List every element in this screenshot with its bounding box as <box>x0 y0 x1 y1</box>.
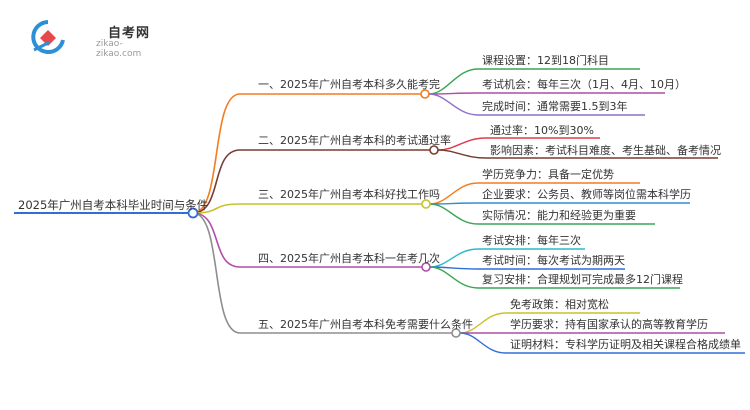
branch-5-label: 五、2025年广州自考本科免考需要什么条件 <box>258 318 473 331</box>
leaf-5-3: 证明材料：专科学历证明及相关课程合格成绩单 <box>510 338 741 351</box>
branch-1-node <box>420 89 430 99</box>
branch-3-curve <box>192 203 241 214</box>
leaf-4-2: 考试时间：每次考试为期两天 <box>482 254 625 267</box>
branch-5-node <box>451 328 461 338</box>
leaf-1-3-curve <box>428 93 479 116</box>
branch-4-node <box>421 262 431 272</box>
leaf-3-3: 实际情况：能力和经验更为重要 <box>482 209 636 222</box>
leaf-3-2: 企业要求：公务员、教师等岗位需本科学历 <box>482 188 691 201</box>
branch-5-curve <box>192 212 241 334</box>
leaf-5-2: 学历要求：持有国家承认的高等教育学历 <box>510 318 708 331</box>
leaf-5-1: 免考政策：相对宽松 <box>510 298 609 311</box>
logo-name: 自考网 <box>108 26 151 41</box>
leaf-5-3-curve <box>459 332 507 354</box>
branch-2-label: 二、2025年广州自考本科的考试通过率 <box>258 134 451 147</box>
branch-4-label: 四、2025年广州自考本科一年考几次 <box>258 252 440 265</box>
branch-4-curve <box>192 212 241 268</box>
logo-url: zikao-zikao.com <box>96 39 142 59</box>
leaf-4-3-curve <box>429 266 479 289</box>
logo: 自考网 zikao-zikao.com <box>30 18 151 59</box>
branch-1-curve <box>192 93 241 214</box>
leaf-1-1: 课程设置：12到18门科目 <box>482 54 609 67</box>
branch-1-label: 一、2025年广州自考本科多久能考完 <box>258 78 440 91</box>
leaf-4-3: 复习安排：合理规划可完成最多12门课程 <box>482 273 683 286</box>
branch-2-node <box>429 145 439 155</box>
leaf-1-2: 考试机会：每年三次（1月、4月、10月） <box>482 78 686 91</box>
root-node <box>187 207 199 219</box>
leaf-3-3-curve <box>429 203 479 225</box>
leaf-2-2-curve <box>437 149 487 159</box>
branch-2-curve <box>192 149 241 214</box>
leaf-2-1: 通过率：10%到30% <box>490 124 594 137</box>
root-label: 2025年广州自考本科毕业时间与条件 <box>18 198 209 212</box>
leaf-1-3: 完成时间：通常需要1.5到3年 <box>482 100 628 113</box>
branch-3-node <box>421 199 431 209</box>
leaf-2-2: 影响因素：考试科目难度、考生基础、备考情况 <box>490 144 721 157</box>
logo-icon <box>31 20 65 54</box>
leaf-3-1: 学历竞争力：具备一定优势 <box>482 168 614 181</box>
leaf-4-1: 考试安排：每年三次 <box>482 234 581 247</box>
branch-3-label: 三、2025年广州自考本科好找工作吗 <box>258 188 440 201</box>
